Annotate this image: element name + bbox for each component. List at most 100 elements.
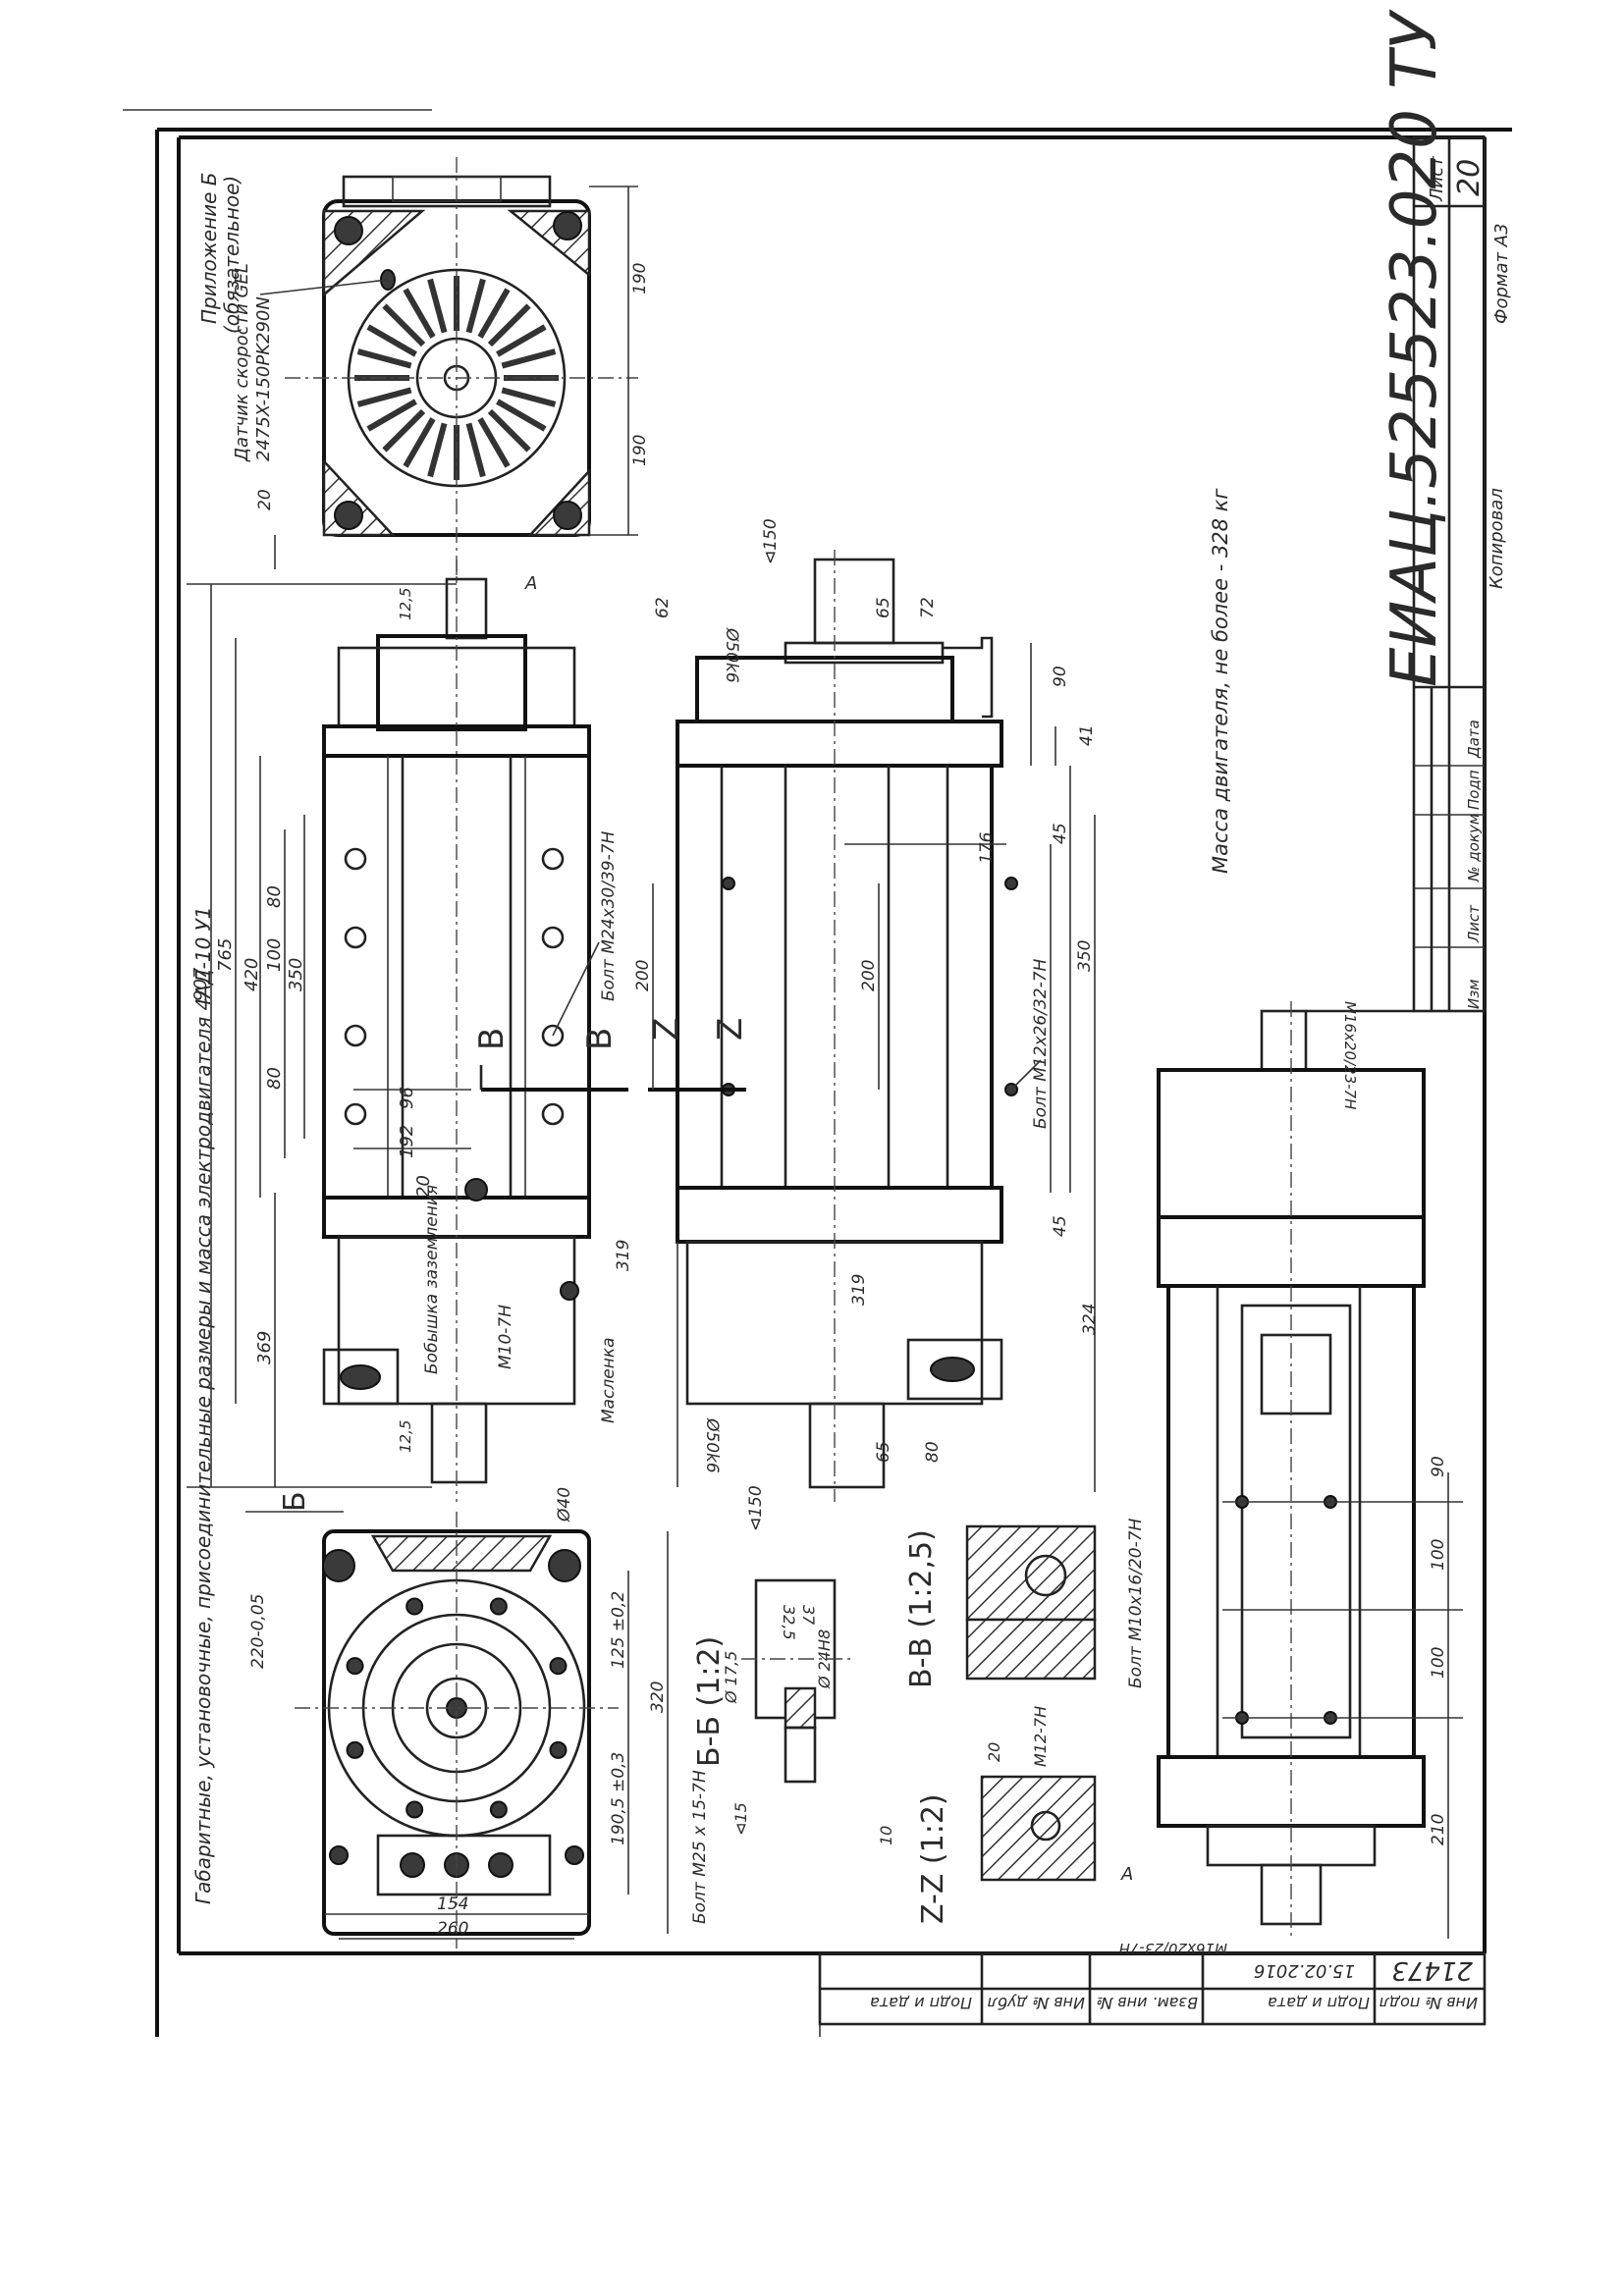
sheet-frame <box>123 109 1512 2037</box>
dim-80-b: 80 <box>264 1067 285 1090</box>
bolt-m12-label: Болт М12х26/32-7Н <box>1031 958 1051 1129</box>
appendix-label: Приложение Б <box>197 172 221 324</box>
dim-765: 765 <box>215 938 236 972</box>
roughness-bottom: 12,5 <box>397 1420 414 1453</box>
dim-37: 37 <box>799 1605 818 1626</box>
archive-sign-value: 15.02.2016 <box>1254 1960 1355 1981</box>
section-vv-title: В-В (1:2,5) <box>904 1529 939 1688</box>
dim-100-a: 100 <box>1429 1539 1448 1571</box>
dim-phi50-bottom: Ø50k6 <box>702 1417 722 1473</box>
fan-grille-slot <box>356 387 412 407</box>
dim-phi50-top: Ø50k6 <box>722 627 741 683</box>
fan-end-view <box>285 157 638 579</box>
title-block-format: Формат А3 <box>1491 223 1512 324</box>
flange-bolt-hole <box>406 1597 424 1616</box>
fan-grille-slot <box>501 348 557 369</box>
dim-210: 210 <box>1429 1814 1448 1845</box>
dim-80-a: 80 <box>264 885 285 908</box>
dim-260: 260 <box>437 1919 468 1939</box>
dim-65-b: 65 <box>874 1441 893 1463</box>
dim-80-c: 80 <box>923 1441 943 1463</box>
dim-phi150-bottom: ⊲150 <box>746 1485 766 1531</box>
flange-bolt-hole <box>346 1657 364 1676</box>
section-mark-b: Б <box>278 1491 312 1512</box>
dim-420: 420 <box>242 958 262 991</box>
fan-grille-slot <box>382 303 426 347</box>
dim-200-b: 200 <box>859 960 879 991</box>
archive-sign-date: Подп и дата <box>1268 1994 1370 2012</box>
mount-holes-left <box>344 847 579 1301</box>
fan-grille-slot <box>356 348 412 369</box>
flange-bolt-circle <box>346 1597 568 1819</box>
section-mark-v1: В <box>472 1028 512 1050</box>
thread-m16-bottom: М16х20/23-7Н <box>1119 1940 1227 1957</box>
thread-m16-top: М16х20/23-7Н <box>1341 1001 1359 1109</box>
section-mark-v2: В <box>580 1028 620 1050</box>
title-block-sheet-number: 20 <box>1452 159 1487 196</box>
view-a2-mark: А <box>1120 1864 1133 1885</box>
section-zz-title: Z-Z (1:2) <box>916 1793 950 1924</box>
fan-grille-slot <box>501 387 557 407</box>
fan-grille-slot <box>487 303 531 347</box>
side-view-middle <box>648 550 1018 1502</box>
dim-324: 324 <box>1080 1304 1100 1335</box>
dim-319-b: 319 <box>849 1274 869 1306</box>
dim-319-a: 319 <box>614 1240 633 1271</box>
flange-bolt-hole <box>549 1740 568 1759</box>
dim-20: 20 <box>413 1175 434 1198</box>
bolt-m10-label: Болт М10х16/20-7Н <box>1126 1518 1146 1688</box>
section-mark-z1: Z <box>647 1018 686 1041</box>
dim-100-b: 100 <box>1429 1647 1448 1679</box>
fan-grille-slot <box>477 417 511 468</box>
fan-grille-slot <box>427 278 448 334</box>
speed-sensor-label: Датчик скорости GEL <box>232 263 252 462</box>
top-view-right-dims <box>1222 1472 1463 1939</box>
dim-phi40: Ø40 <box>555 1487 574 1522</box>
top-view-right <box>1157 1001 1426 1939</box>
dim-45-b: 45 <box>1051 1215 1070 1237</box>
title-block-copied: Копировал <box>1487 488 1507 589</box>
fan-grille-slot <box>382 408 426 453</box>
oiler-label: Масленка <box>599 1337 619 1423</box>
side-view-middle-dims <box>652 643 1096 1492</box>
dim-320: 320 <box>648 1682 668 1713</box>
dim-41: 41 <box>1077 724 1097 746</box>
dim-72: 72 <box>918 597 938 618</box>
dim-15: ⊲15 <box>731 1802 750 1836</box>
flange-bolt-hole <box>346 1740 364 1759</box>
archive-strip <box>818 1951 1487 2037</box>
dim-45-a: 45 <box>1051 823 1070 844</box>
dim-20-zz: 20 <box>985 1742 1003 1762</box>
archive-sign-date-2: Подп и дата <box>870 1994 972 2012</box>
dim-200-a: 200 <box>633 960 653 991</box>
dim-32-5: 32,5 <box>780 1605 798 1640</box>
view-a-mark: А <box>524 573 537 594</box>
dim-190-5: 190,5 ±0,3 <box>609 1752 628 1845</box>
flange-bolt-hole <box>489 1597 508 1616</box>
dim-90-right: 90 <box>1429 1456 1448 1477</box>
flange-bolt-hole <box>489 1800 508 1819</box>
dim-176: 176 <box>977 831 997 864</box>
fan-grille-slot <box>465 278 486 334</box>
dim-65-a: 65 <box>874 597 893 618</box>
fan-grille-slot <box>496 324 547 357</box>
dim-350: 350 <box>286 958 306 991</box>
side-view-left <box>322 560 628 1502</box>
fan-end-dims <box>274 186 638 569</box>
fan-grille-slot <box>477 288 511 339</box>
section-details <box>741 1524 1097 1882</box>
dim-100: 100 <box>264 938 285 972</box>
dim-190-a: 190 <box>630 263 650 294</box>
dim-20-fan: 20 <box>255 489 275 510</box>
appendix-type: (обязательное) <box>220 176 243 334</box>
dim-phi150-top: ⊲150 <box>761 518 781 564</box>
archive-ref-inv: Взам. инв № <box>1096 1994 1198 2012</box>
dim-90: 90 <box>1051 666 1070 687</box>
title-block-col-izm: Изм <box>1465 979 1483 1009</box>
fan-grille-slot <box>403 417 436 468</box>
side-view-left-dims <box>187 583 471 1488</box>
archive-dup-inv: Инв № дубл <box>988 1994 1085 2012</box>
title-block-col-list: Лист <box>1465 904 1483 943</box>
speed-sensor-model: 2475X-150PK290N <box>253 296 274 461</box>
